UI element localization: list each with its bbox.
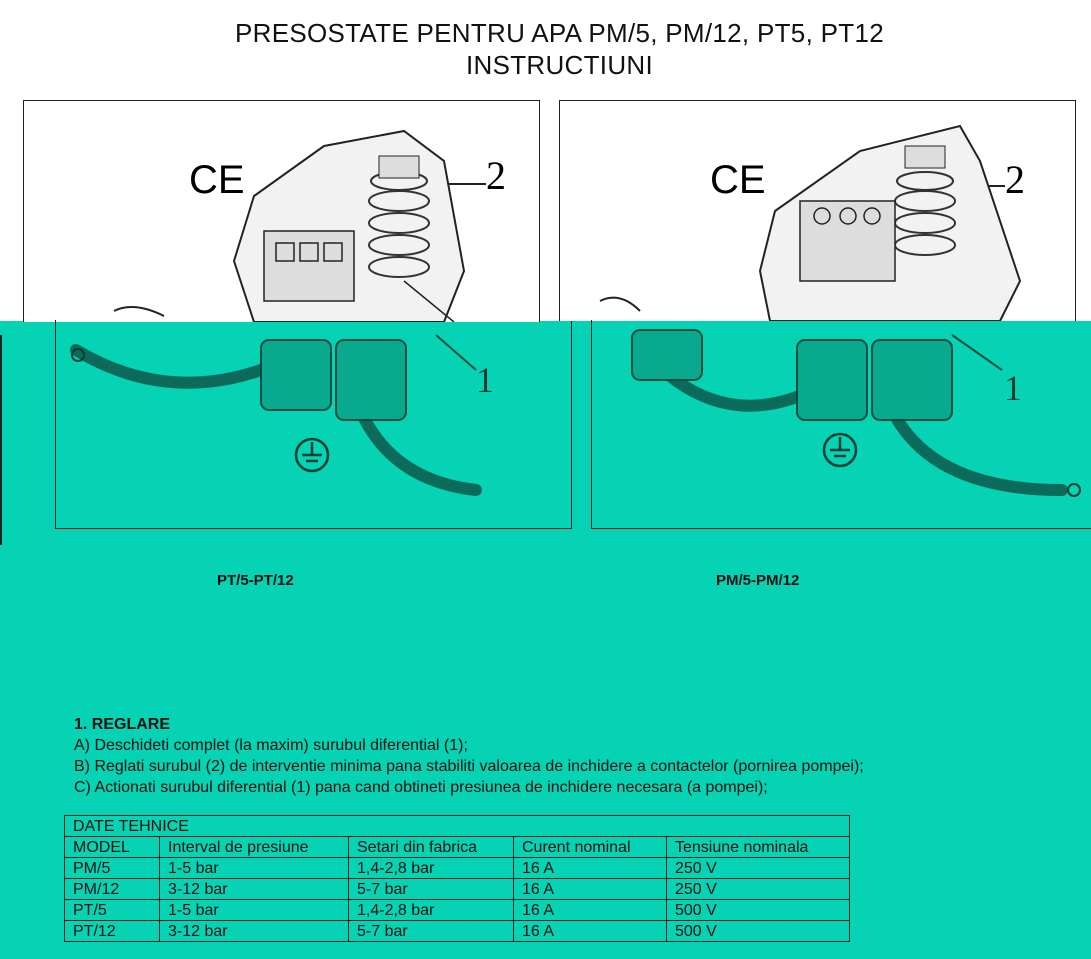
ground-icon-left <box>294 437 330 473</box>
table-cell: 250 V <box>666 878 850 900</box>
table-cell: PM/12 <box>64 878 160 900</box>
step-a: A) Deschideti complet (la maxim) surubul… <box>74 737 468 754</box>
table-row: PM/5 1-5 bar 1,4-2,8 bar 16 A 250 V <box>64 857 850 879</box>
table-cell: 1,4-2,8 bar <box>348 857 514 879</box>
table-cell: PT/12 <box>64 920 160 942</box>
caption-right: PM/5-PM/12 <box>716 572 800 589</box>
table-cell: 3-12 bar <box>159 878 349 900</box>
table-cell: 500 V <box>666 920 850 942</box>
table-cell: 16 A <box>513 878 667 900</box>
table-cell: 5-7 bar <box>348 878 514 900</box>
table-title: DATE TEHNICE <box>64 815 850 837</box>
label-1-right: 1 <box>1004 368 1022 408</box>
step-b: B) Reglati surubul (2) de interventie mi… <box>74 758 864 775</box>
tech-data-table: DATE TEHNICE MODEL Interval de presiune … <box>64 815 850 942</box>
section-reglare: 1. REGLARE A) Deschideti complet (la max… <box>74 714 864 798</box>
page-title: PRESOSTATE PENTRU APA PM/5, PM/12, PT5, … <box>235 18 884 48</box>
figure-left-top: CE 2 <box>23 100 540 322</box>
pressure-switch-illustration-right: CE 2 <box>599 124 1025 321</box>
table-cell: 3-12 bar <box>159 920 349 942</box>
table-cell: 500 V <box>666 899 850 921</box>
table-header-row: MODEL Interval de presiune Setari din fa… <box>64 836 850 858</box>
col-header: MODEL <box>64 836 160 858</box>
figure-right-bottom: 1 <box>591 320 1091 529</box>
pressure-switch-illustration-left: CE 2 <box>113 129 506 322</box>
table-cell: PM/5 <box>64 857 160 879</box>
table-row: PT/12 3-12 bar 5-7 bar 16 A 500 V <box>64 920 850 942</box>
caption-left: PT/5-PT/12 <box>217 572 294 589</box>
table-cell: 1-5 bar <box>159 857 349 879</box>
ground-icon-right <box>822 432 858 468</box>
pressure-switch-cables-left: 1 <box>70 334 494 496</box>
table-title-row: DATE TEHNICE <box>64 815 850 837</box>
table-cell: 16 A <box>513 857 667 879</box>
ce-mark-right: CE <box>710 158 766 202</box>
col-header: Tensiune nominala <box>666 836 850 858</box>
table-cell: PT/5 <box>64 899 160 921</box>
figure-left-bottom: 1 <box>55 320 572 529</box>
ce-mark-left: CE <box>189 158 245 202</box>
pressure-switch-cables-right: 1 <box>631 329 1081 497</box>
table-cell: 1,4-2,8 bar <box>348 899 514 921</box>
label-2-left: 2 <box>486 153 506 198</box>
col-header: Setari din fabrica <box>348 836 514 858</box>
table-cell: 16 A <box>513 920 667 942</box>
col-header: Interval de presiune <box>159 836 349 858</box>
col-header: Curent nominal <box>513 836 667 858</box>
table-cell: 1-5 bar <box>159 899 349 921</box>
table-row: PM/12 3-12 bar 5-7 bar 16 A 250 V <box>64 878 850 900</box>
label-2-right: 2 <box>1005 157 1025 202</box>
table-row: PT/5 1-5 bar 1,4-2,8 bar 16 A 500 V <box>64 899 850 921</box>
figure-right-top: CE 2 <box>559 100 1076 321</box>
step-c: C) Actionati surubul diferential (1) pan… <box>74 779 768 796</box>
table-cell: 16 A <box>513 899 667 921</box>
section-heading: 1. REGLARE <box>74 716 171 733</box>
label-1-left: 1 <box>476 360 494 400</box>
table-cell: 5-7 bar <box>348 920 514 942</box>
left-edge-bracket <box>0 335 2 545</box>
table-cell: 250 V <box>666 857 850 879</box>
page-subtitle: INSTRUCTIUNI <box>465 50 654 80</box>
